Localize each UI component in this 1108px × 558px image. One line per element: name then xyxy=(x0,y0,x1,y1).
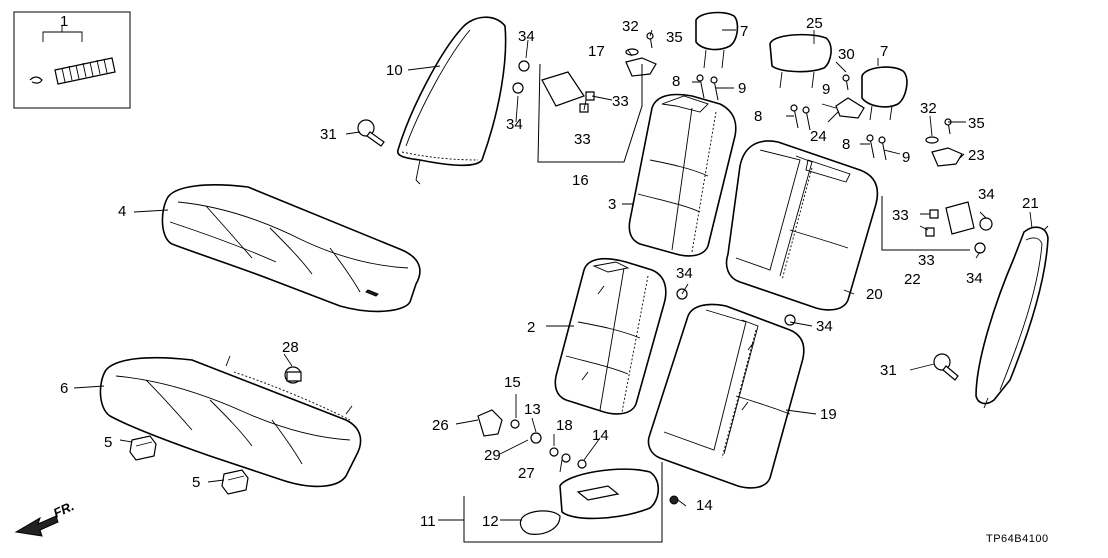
callout-13: 13 xyxy=(524,401,541,418)
callout-33a: 33 xyxy=(612,93,629,110)
seatback-left xyxy=(628,93,737,257)
group-box-11 xyxy=(463,462,663,543)
callout-31b: 31 xyxy=(880,362,897,379)
bolster-bolt-right xyxy=(933,353,959,381)
callout-18: 18 xyxy=(556,417,573,434)
seatback-lower-right xyxy=(647,303,805,489)
callout-6: 6 xyxy=(60,380,68,397)
callout-7b: 7 xyxy=(880,43,888,60)
callout-12: 12 xyxy=(482,513,499,530)
callout-33c: 33 xyxy=(892,207,909,224)
callout-27: 27 xyxy=(518,465,535,482)
callout-34f: 34 xyxy=(966,270,983,287)
callout-8c: 8 xyxy=(842,136,850,153)
callout-9c: 9 xyxy=(902,149,910,166)
side-bolster-right xyxy=(975,225,1049,409)
spring-clip-icon xyxy=(54,57,116,85)
callout-26: 26 xyxy=(432,417,449,434)
callout-30: 30 xyxy=(838,46,855,63)
headrest-left xyxy=(695,11,739,69)
seatback-lower-left xyxy=(554,257,667,415)
cushion-hook-fastener xyxy=(284,366,302,384)
callout-22: 22 xyxy=(904,271,921,288)
armrest-hardware xyxy=(477,409,679,505)
bolt-cover-left xyxy=(625,57,657,77)
callout-34b: 34 xyxy=(506,116,523,133)
callout-25: 25 xyxy=(806,15,823,32)
headrest-guide-bracket xyxy=(835,97,865,119)
callout-8b: 8 xyxy=(754,108,762,125)
seatback-right xyxy=(725,140,879,311)
callout-21: 21 xyxy=(1022,195,1039,212)
callout-labels: 1 2 3 4 5 5 6 7 7 8 8 8 9 9 9 10 11 12 1… xyxy=(60,13,1039,530)
callout-34c: 34 xyxy=(676,265,693,282)
callout-5b: 5 xyxy=(192,474,200,491)
callout-10: 10 xyxy=(386,62,403,79)
bolt-cover-right xyxy=(931,147,963,167)
callout-2: 2 xyxy=(527,319,535,336)
inset-box-part-1 xyxy=(13,11,131,109)
callout-15: 15 xyxy=(504,374,521,391)
callout-28: 28 xyxy=(282,339,299,356)
callout-1: 1 xyxy=(60,13,68,30)
headrest-right xyxy=(861,66,908,121)
callout-35a: 35 xyxy=(666,29,683,46)
callout-14b: 14 xyxy=(696,497,713,514)
callout-9b: 9 xyxy=(822,81,830,98)
seat-clip-upper xyxy=(129,435,157,461)
callout-34a: 34 xyxy=(518,28,535,45)
striker-bracket-right xyxy=(945,201,975,235)
headrest-center xyxy=(769,33,832,89)
callout-9a: 9 xyxy=(738,80,746,97)
callout-11: 11 xyxy=(420,513,436,530)
callout-17: 17 xyxy=(588,43,605,60)
group-box-16 xyxy=(537,63,643,163)
callout-20: 20 xyxy=(866,286,883,303)
callout-16: 16 xyxy=(572,172,589,189)
side-bolster-left xyxy=(396,16,507,185)
callout-23: 23 xyxy=(968,147,985,164)
callout-32a: 32 xyxy=(622,18,639,35)
diagram-code: TP64B4100 xyxy=(986,533,1049,545)
armrest xyxy=(519,468,660,535)
callout-34d: 34 xyxy=(816,318,833,335)
seat-clip-lower xyxy=(221,469,249,495)
seat-cushion xyxy=(99,355,362,488)
callout-19: 19 xyxy=(820,406,837,423)
callout-3: 3 xyxy=(608,196,616,213)
striker-bracket-left xyxy=(541,71,585,107)
seat-cushion-cover xyxy=(161,184,421,313)
callout-34e: 34 xyxy=(978,186,995,203)
callout-32b: 32 xyxy=(920,100,937,117)
callout-8a: 8 xyxy=(672,73,680,90)
callout-29: 29 xyxy=(484,447,501,464)
callout-4: 4 xyxy=(118,203,126,220)
leader-lines xyxy=(73,29,1033,521)
clip-icon xyxy=(29,76,43,84)
front-direction-arrow-icon xyxy=(14,515,59,537)
group-box-22 xyxy=(881,196,970,251)
callout-35b: 35 xyxy=(968,115,985,132)
bolster-bolt-left xyxy=(357,119,385,147)
clip-fasteners xyxy=(512,60,993,326)
callout-31a: 31 xyxy=(320,126,337,143)
callout-7a: 7 xyxy=(740,23,748,40)
callout-14a: 14 xyxy=(592,427,609,444)
callout-33b: 33 xyxy=(574,131,591,148)
callout-5a: 5 xyxy=(104,434,112,451)
direction-label: FR. xyxy=(51,498,76,520)
callout-33d: 33 xyxy=(918,252,935,269)
callout-24: 24 xyxy=(810,128,827,145)
screw-set xyxy=(625,32,952,161)
cup-holder xyxy=(519,510,561,535)
